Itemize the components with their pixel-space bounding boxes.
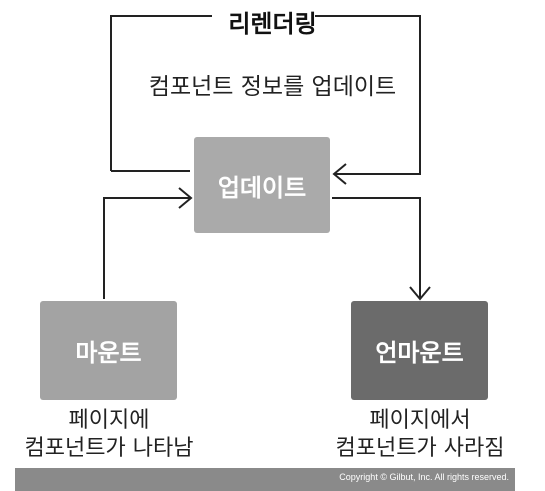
copyright-text: Copyright © Gilbut, Inc. All rights rese… [339, 472, 509, 482]
unmount-arrow-head [409, 286, 431, 301]
unmount-caption-line-2: 컴포넌트가 사라짐 [335, 436, 505, 461]
unmount-caption-line-1: 페이지에서 [369, 408, 471, 433]
update-node: 업데이트 [194, 137, 330, 233]
copyright-bar: Copyright © Gilbut, Inc. All rights rese… [15, 468, 515, 491]
rerender-loop-line [110, 15, 212, 171]
rerender-title: 리렌더링 [228, 10, 317, 38]
unmount-node-label: 언마운트 [375, 339, 464, 367]
update-node-label: 업데이트 [217, 173, 307, 202]
mount-caption-line-2: 컴포넌트가 나타남 [24, 436, 194, 461]
mount-to-update-line [103, 197, 190, 299]
unmount-node: 언마운트 [351, 301, 488, 400]
rerender-description: 컴포넌트 정보를 업데이트 [148, 74, 397, 100]
rerender-arrow-head [332, 163, 347, 185]
update-to-unmount-line [332, 197, 421, 298]
mount-arrow-head [178, 187, 193, 209]
mount-caption-line-1: 페이지에 [68, 408, 150, 433]
mount-node: 마운트 [40, 301, 177, 400]
rerender-loop-line-right [315, 15, 421, 175]
mount-node-label: 마운트 [75, 339, 142, 367]
